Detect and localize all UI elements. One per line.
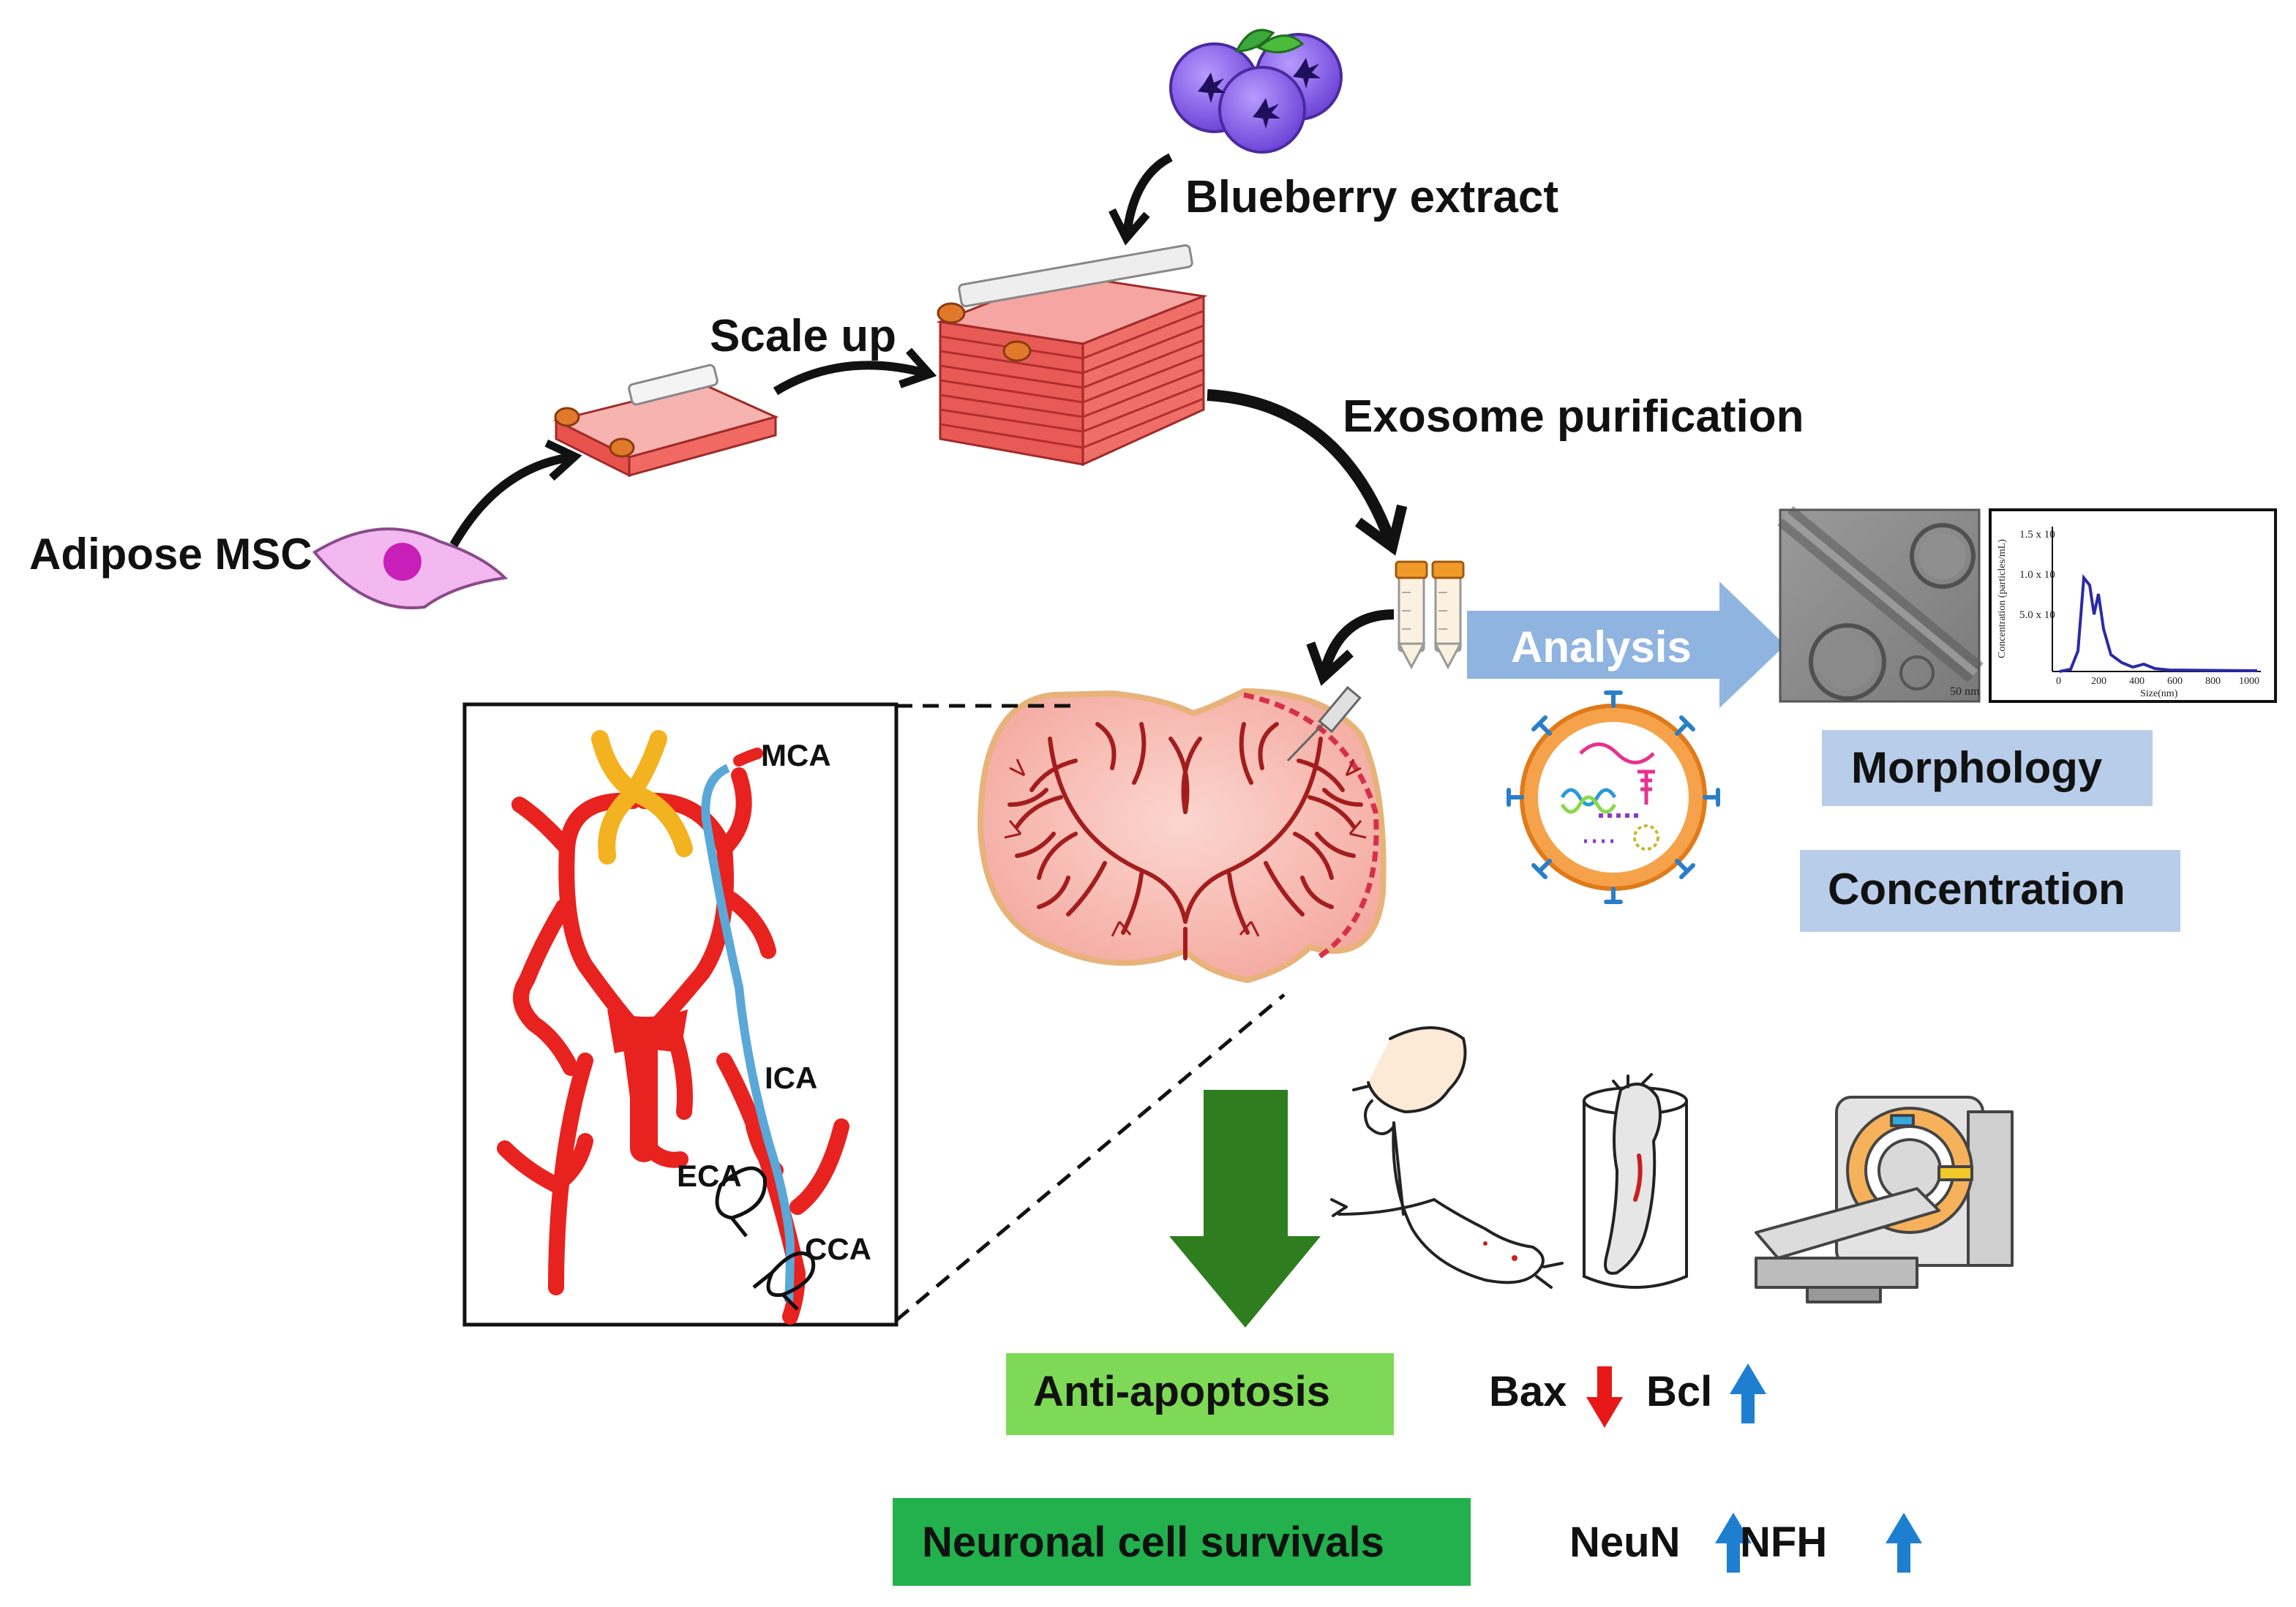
blueberry-extract-label: Blueberry extract xyxy=(1185,172,1558,222)
arrow-msc-to-flask xyxy=(449,439,582,547)
cell-factory-icon xyxy=(936,244,1208,467)
neuronal-cell-survivals-label: Neuronal cell survivals xyxy=(922,1518,1384,1566)
nta-plot: 1.5 x 10 1.0 x 10 5.0 x 10 Concentration… xyxy=(1989,508,2277,703)
bax-down-arrow xyxy=(1586,1366,1623,1428)
cylinder-test-icon xyxy=(1583,1073,1688,1289)
nta-y-label: Concentration (particles/mL) xyxy=(1997,539,2008,658)
scale-up-label: Scale up xyxy=(710,311,896,361)
culture-flask-icon xyxy=(552,364,779,478)
bax-label: Bax xyxy=(1489,1368,1567,1415)
concentration-label: Concentration xyxy=(1828,865,2126,914)
morphology-box: Morphology xyxy=(1822,730,2153,806)
cerebral-vessels-icon xyxy=(497,730,849,1325)
adipose-msc-cell-icon xyxy=(312,527,509,609)
mri-scanner-icon xyxy=(1755,1096,2014,1303)
neun-label: NeuN xyxy=(1569,1518,1680,1566)
nta-y-tick-1: 1.5 x 10 xyxy=(2019,529,2055,541)
anti-apoptosis-box: Anti-apoptosis xyxy=(1006,1353,1394,1435)
mca-label: MCA xyxy=(761,738,831,772)
concentration-box: Concentration xyxy=(1800,850,2180,932)
nta-x-tick-5: 1000 xyxy=(2239,676,2259,687)
cca-label: CCA xyxy=(805,1232,871,1266)
nta-x-tick-0: 0 xyxy=(2056,676,2061,687)
nfh-label: NFH xyxy=(1740,1518,1827,1566)
exosome-tubes-icon xyxy=(1395,560,1465,670)
morphology-label: Morphology xyxy=(1851,743,2103,792)
tem-image: 50 nm xyxy=(1777,505,1984,703)
exosome-purification-label: Exosome purification xyxy=(1343,391,1804,442)
nta-x-label: Size(nm) xyxy=(2140,688,2178,699)
syringe-icon xyxy=(1286,685,1362,762)
outcome-down-arrow xyxy=(1169,1090,1321,1328)
bcl-up-arrow xyxy=(1730,1363,1766,1423)
nta-x-tick-1: 200 xyxy=(2091,676,2106,687)
rat-tail-suspension-icon xyxy=(1330,1026,1564,1289)
blueberry-icon xyxy=(1169,29,1343,154)
arrow-tubes-to-brain xyxy=(1306,609,1395,686)
arrow-stack-to-tubes xyxy=(1207,389,1408,556)
adipose-msc-label: Adipose MSC xyxy=(29,530,312,579)
tem-scale-label: 50 nm xyxy=(1950,685,1980,698)
nta-y-tick-3: 5.0 x 10 xyxy=(2019,609,2055,621)
arrow-blueberry-to-flask xyxy=(1108,153,1173,246)
neuronal-cell-survivals-box: Neuronal cell survivals xyxy=(893,1498,1471,1586)
nta-y-tick-2: 1.0 x 10 xyxy=(2019,569,2055,581)
bcl-label: Bcl xyxy=(1646,1368,1712,1415)
ica-label: ICA xyxy=(765,1061,817,1095)
inset-connector-bottom xyxy=(895,993,1286,1322)
eca-label: ECA xyxy=(677,1159,742,1193)
nfh-up-arrow xyxy=(1886,1513,1922,1573)
nta-x-tick-4: 800 xyxy=(2205,676,2221,687)
analysis-label: Analysis xyxy=(1511,622,1692,671)
anti-apoptosis-label: Anti-apoptosis xyxy=(1033,1368,1330,1415)
nta-x-tick-2: 400 xyxy=(2129,676,2145,687)
exosome-icon xyxy=(1507,690,1720,904)
neun-up-arrow xyxy=(1715,1513,1752,1573)
nta-size-distribution-curve xyxy=(2059,573,2258,673)
nta-x-tick-3: 600 xyxy=(2167,676,2183,687)
arrow-flask-to-stack xyxy=(773,347,937,396)
analysis-arrow xyxy=(1467,582,1785,708)
brain-section-icon xyxy=(977,688,1387,984)
